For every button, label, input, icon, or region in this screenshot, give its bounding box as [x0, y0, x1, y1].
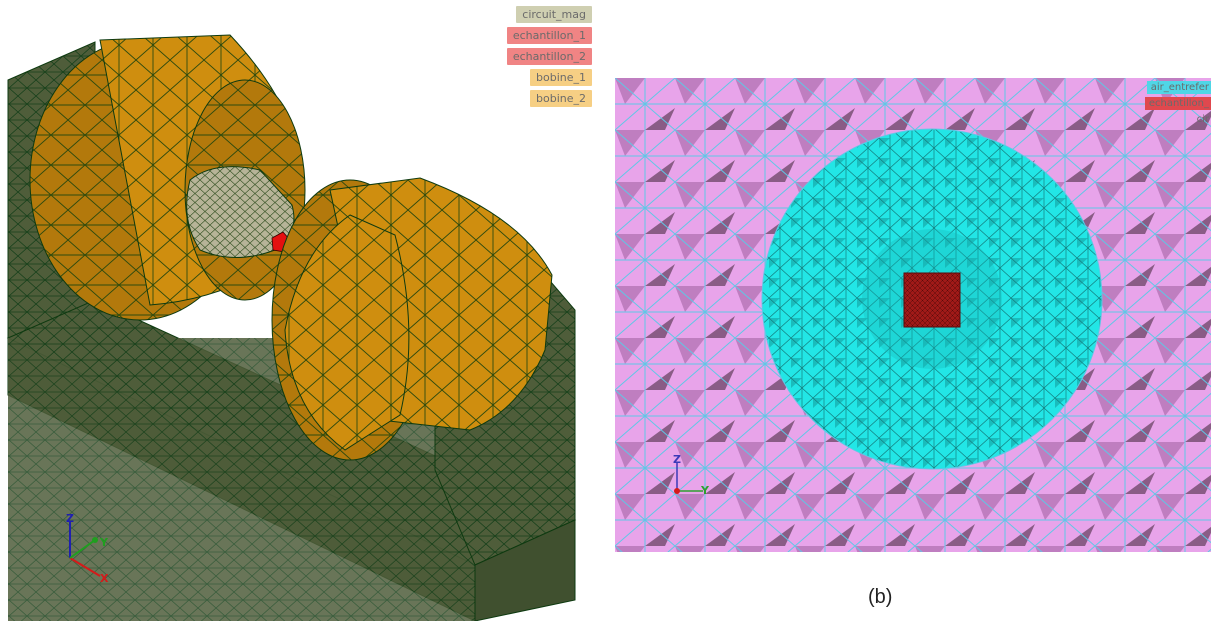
legend-item-echantillon-2[interactable]: echantillon_2 — [506, 48, 592, 65]
axis-triad-a: Z Y X — [66, 512, 109, 585]
legend-item-air-entrefer[interactable]: air_entrefer — [1146, 81, 1211, 94]
axis-triad-b: Z Y — [673, 453, 710, 497]
legend-a: circuit_mag echantillon_1 echantillon_2 … — [506, 6, 592, 107]
legend-item-circuit-mag[interactable]: circuit_mag — [516, 6, 592, 23]
mesh-view-a[interactable]: Z Y X circuit_mag echantillon_1 echantil… — [0, 0, 600, 622]
legend-item-echantillon-1[interactable]: echantillon_1 — [506, 27, 592, 44]
axis-z-label-b: Z — [673, 453, 681, 466]
axis-y-label-b: Y — [700, 484, 710, 497]
sample-square — [903, 272, 961, 328]
caption-b: (b) — [868, 586, 893, 608]
mesh-view-b[interactable]: Z Y air_entrefer echantillon_ cir — [615, 78, 1211, 552]
axis-x-label-a: X — [100, 572, 109, 585]
legend-b: air_entrefer echantillon_ cir — [1144, 81, 1211, 126]
mesh-render-b: Z Y — [615, 78, 1211, 552]
axis-y-label-a: Y — [99, 536, 109, 549]
legend-item-bobine-2[interactable]: bobine_2 — [530, 90, 592, 107]
legend-item-circuit[interactable]: cir — [1196, 114, 1209, 125]
legend-item-echantillon[interactable]: echantillon_ — [1144, 97, 1211, 110]
mesh-render-a: Z Y X — [6, 34, 577, 622]
coil-bobine-2 — [271, 177, 553, 461]
axis-z-label-a: Z — [66, 512, 74, 525]
legend-item-bobine-1[interactable]: bobine_1 — [530, 69, 592, 86]
